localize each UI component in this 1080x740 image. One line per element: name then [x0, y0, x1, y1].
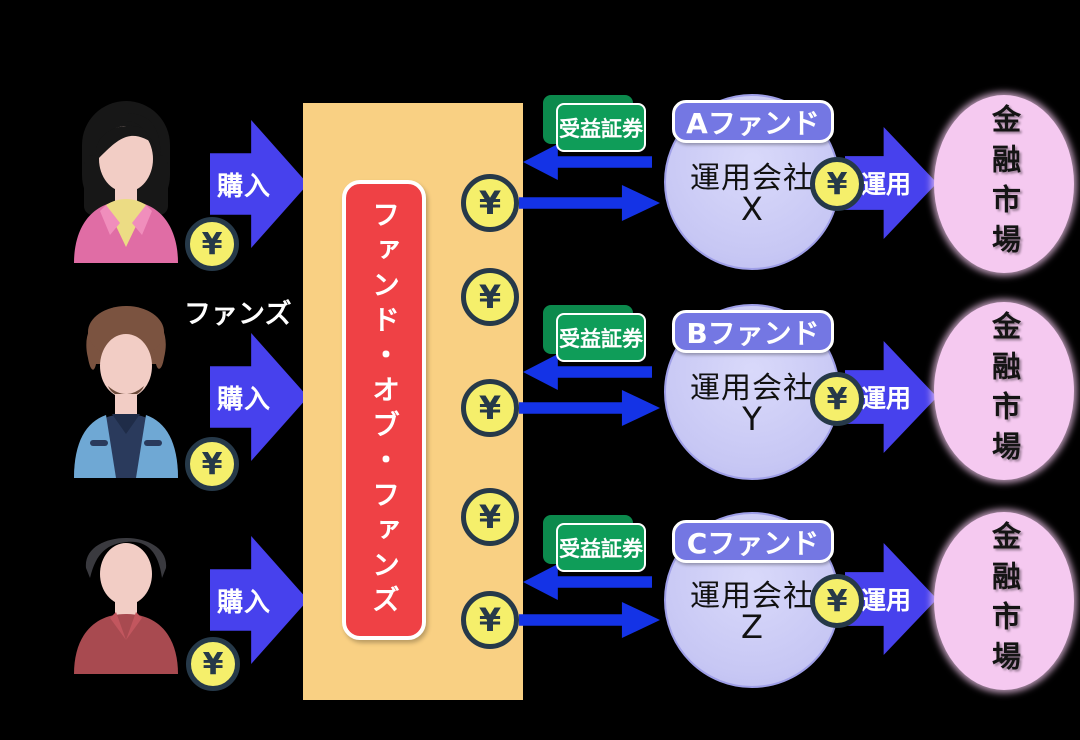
purchase-label: 購入 — [217, 384, 272, 415]
financial-market-ellipse: 金融市場 — [934, 95, 1074, 273]
fof-box: ファンド・オブ・ファンズ — [342, 180, 426, 640]
yen-coin-icon: ¥ — [461, 591, 519, 649]
certificate-badge: 受益証券 — [556, 523, 646, 572]
fund-company-letter: X — [741, 190, 763, 228]
purchase-label: 購入 — [217, 171, 272, 202]
fof-label: ファンド・オブ・ファンズ — [368, 200, 401, 620]
yen-coin-icon: ¥ — [185, 217, 239, 271]
certificate-badge: 受益証券 — [556, 103, 646, 152]
yen-coin-icon: ¥ — [810, 157, 864, 211]
financial-market-ellipse: 金融市場 — [934, 302, 1074, 480]
fund-company-letter: Z — [741, 608, 763, 646]
operate-label: 運用 — [861, 170, 912, 199]
certificate-badge: 受益証券 — [556, 313, 646, 362]
invest-arrow-icon — [519, 602, 660, 638]
yen-coin-icon: ¥ — [185, 437, 239, 491]
operate-label: 運用 — [861, 384, 912, 413]
invest-arrow-icon — [519, 185, 660, 221]
operate-label: 運用 — [861, 586, 912, 615]
investor-man-red-avatar — [74, 538, 178, 674]
financial-market-ellipse: 金融市場 — [934, 512, 1074, 690]
fund-company-label: 運用会社 — [690, 371, 814, 406]
fund-company-label: 運用会社 — [690, 579, 814, 614]
purchase-label: 購入 — [217, 587, 272, 618]
fund-company-label: 運用会社 — [690, 161, 814, 196]
yen-coin-icon: ¥ — [810, 372, 864, 426]
investor-man-vest-avatar — [74, 306, 178, 478]
fund-name-badge: Cファンド — [672, 520, 834, 563]
yen-coin-icon: ¥ — [810, 574, 864, 628]
yen-coin-icon: ¥ — [461, 379, 519, 437]
fund-name-badge: Bファンド — [672, 310, 834, 353]
yen-coin-icon: ¥ — [186, 637, 240, 691]
yen-coin-icon: ¥ — [461, 174, 519, 232]
investors-group-label: ファンズ — [184, 299, 292, 330]
investor-woman-avatar — [74, 101, 178, 263]
invest-arrow-icon — [519, 390, 660, 426]
yen-coin-icon: ¥ — [461, 488, 519, 546]
yen-coin-icon: ¥ — [461, 268, 519, 326]
fund-company-letter: Y — [742, 400, 762, 438]
fund-name-badge: Aファンド — [672, 100, 834, 143]
